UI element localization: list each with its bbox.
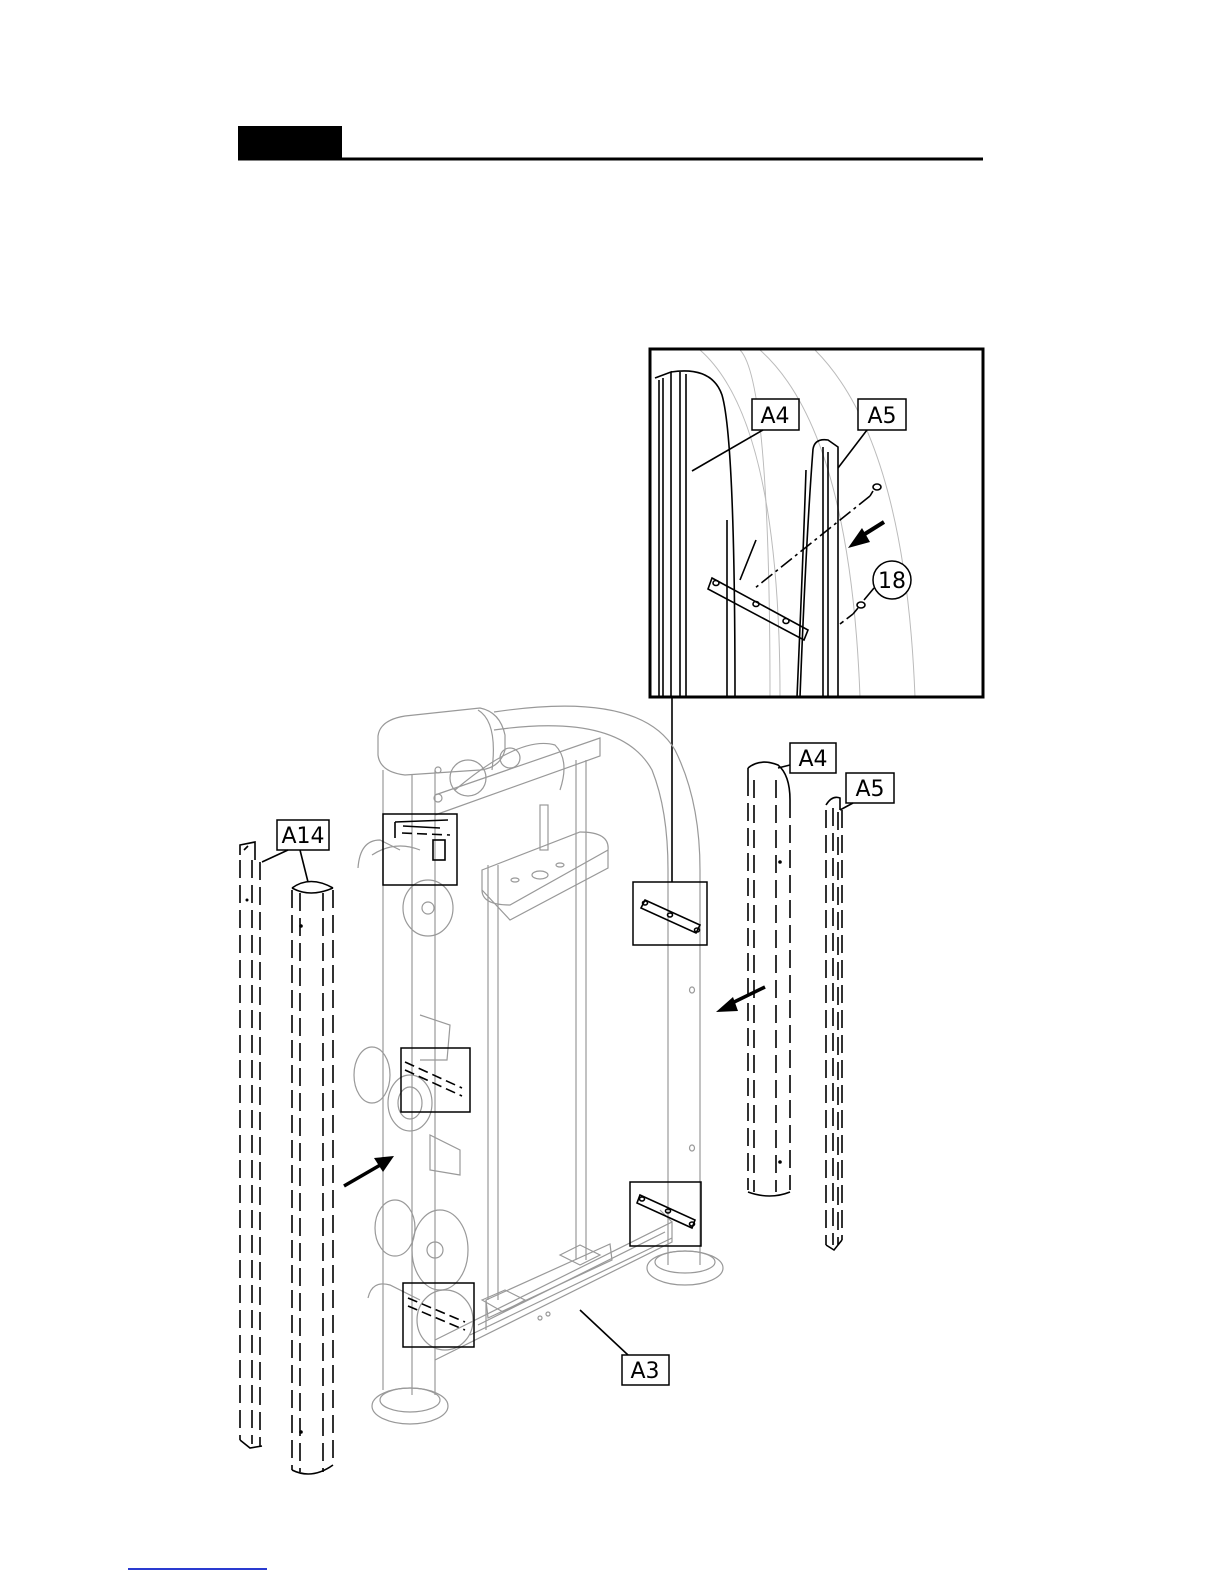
- inset-label-a5-text: A5: [867, 404, 896, 429]
- inset-label-a4: A4: [692, 399, 799, 471]
- label-a3: A3: [580, 1310, 669, 1385]
- inset-frame: [650, 349, 983, 697]
- detail-inset: A4 A5 18: [650, 349, 983, 697]
- step-header-tab: [238, 126, 342, 160]
- inset-bracket-plate: [708, 540, 808, 640]
- inset-screw-bottom: [840, 602, 865, 624]
- inset-label-a5: A5: [838, 399, 906, 468]
- cover-a14-right-strip: [292, 882, 333, 1475]
- label-a5-right: A5: [840, 773, 894, 810]
- label-a3-text: A3: [630, 1359, 659, 1384]
- bracket-detail-lower-right: [630, 1182, 701, 1246]
- bracket-detail-upper-right: [633, 882, 707, 945]
- inset-callout-18: 18: [864, 561, 911, 600]
- arrow-left-install: [344, 1156, 394, 1186]
- step-header: [238, 126, 983, 160]
- inset-arrow: [848, 522, 884, 548]
- label-a4-right-text: A4: [798, 747, 827, 772]
- label-a4-right: A4: [778, 743, 836, 773]
- inset-cover-a5: [797, 440, 838, 697]
- bracket-detail-lower-left: [403, 1283, 474, 1347]
- label-a14-text: A14: [281, 824, 324, 849]
- footer-link-underline[interactable]: [128, 1568, 267, 1570]
- label-a5-right-text: A5: [855, 777, 884, 802]
- cover-a14-left-strip: [240, 842, 262, 1448]
- label-a14: A14: [262, 820, 329, 882]
- inset-cover-a4: [655, 371, 735, 697]
- inset-callout-18-text: 18: [878, 569, 906, 594]
- arrow-right-install: [716, 987, 765, 1012]
- cover-a5-right: [826, 797, 842, 1250]
- inset-label-a4-text: A4: [760, 404, 789, 429]
- cover-a4-right: [748, 762, 790, 1196]
